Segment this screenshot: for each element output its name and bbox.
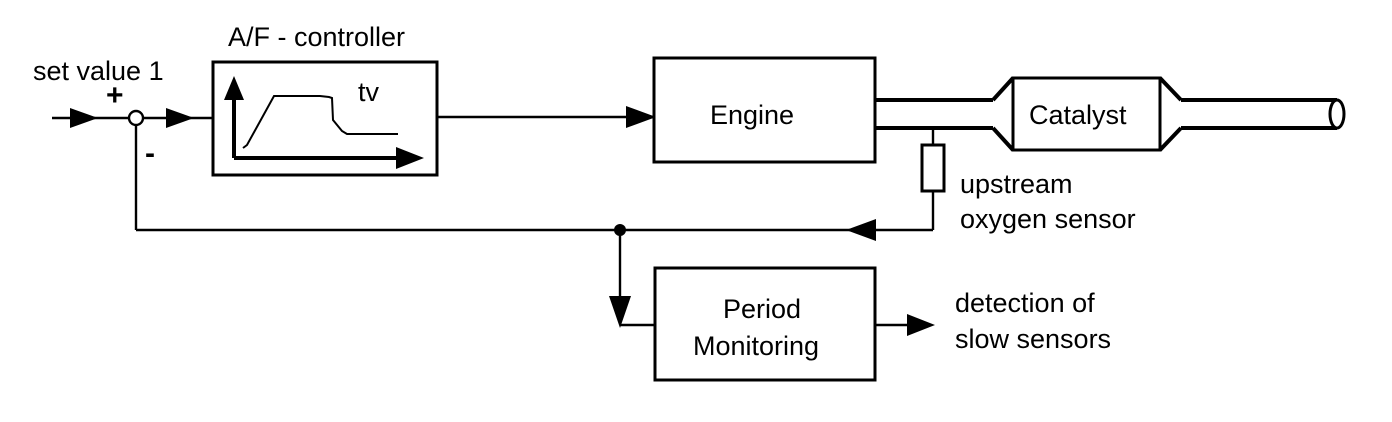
catalyst-inlet-cone-top (991, 76, 1015, 102)
set-value-label: set value 1 (33, 56, 164, 86)
period-monitoring-block[interactable] (653, 266, 877, 382)
catalyst-outlet-cone-top (1158, 76, 1183, 102)
set-value-arrowhead-icon (70, 108, 98, 128)
output-label-line2: slow sensors (955, 324, 1111, 354)
feedback-arrowhead-icon (846, 219, 876, 241)
catalyst-label: Catalyst (1029, 100, 1127, 130)
controller-tv-label: tv (358, 77, 380, 107)
summing-junction-node (127, 109, 145, 127)
branch-arrowhead-icon (609, 296, 631, 328)
catalyst-inlet-cone-bottom (991, 126, 1015, 152)
controller-characteristic-curve (242, 95, 398, 149)
engine-input-arrowhead-icon (626, 106, 656, 128)
catalyst-block[interactable] (1011, 76, 1162, 152)
controller-title-label: A/F - controller (228, 22, 405, 52)
period-monitoring-label-line1: Period (723, 294, 801, 324)
minus-sign-label: - (145, 137, 155, 170)
monitoring-output-arrowhead-icon (907, 314, 935, 336)
engine-label: Engine (710, 100, 794, 130)
plus-sign-label: + (106, 79, 124, 112)
tailpipe-open-end (1328, 98, 1346, 130)
engine-block[interactable] (652, 56, 877, 164)
x-axis-arrowhead-icon (396, 147, 424, 169)
y-axis-arrowhead-icon (224, 76, 244, 100)
controller-input-arrowhead-icon (166, 108, 194, 128)
period-monitoring-label-line2: Monitoring (693, 331, 819, 361)
output-label-line1: detection of (955, 288, 1095, 318)
upstream-sensor-label-line1: upstream (960, 169, 1073, 199)
upstream-sensor-label-line2: oxygen sensor (960, 204, 1136, 234)
catalyst-outlet-cone-bottom (1158, 126, 1183, 152)
oxygen-sensor-body[interactable] (920, 143, 946, 193)
